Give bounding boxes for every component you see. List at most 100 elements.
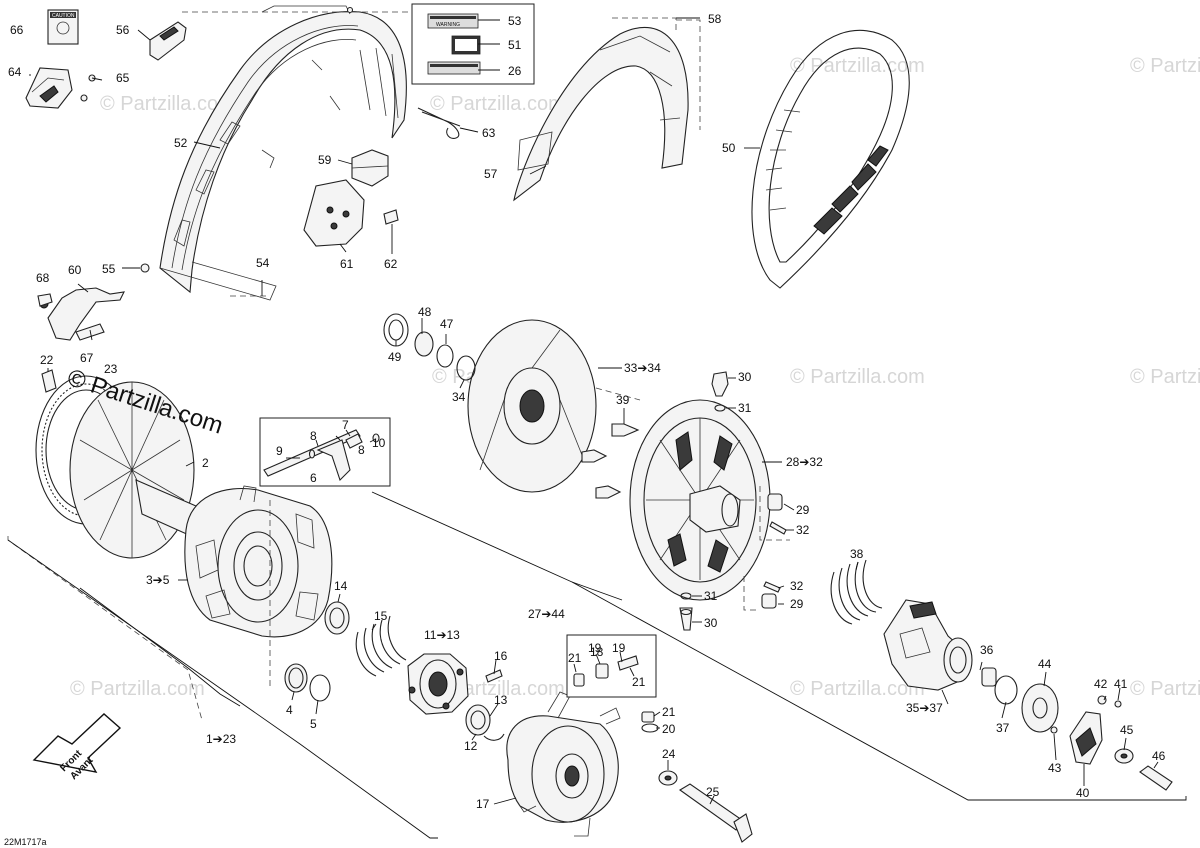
callout-40: 40 (1076, 786, 1090, 800)
diagram-code: 22M1717a (4, 837, 47, 847)
callout-51: 51 (508, 38, 522, 52)
callout-7: 7 (342, 418, 349, 432)
callout-39: 39 (616, 393, 630, 407)
spider-11 (407, 653, 469, 715)
spring-38 (830, 559, 883, 625)
callout-33-34: 33➔34 (624, 361, 661, 375)
spring-15 (355, 615, 407, 677)
callout-37: 37 (996, 721, 1010, 735)
callout-26: 26 (508, 64, 522, 78)
cam-35 (883, 599, 973, 691)
callout-24: 24 (662, 747, 676, 761)
watermark: © Partzilla.com (790, 678, 925, 700)
label-box: WARNING (411, 3, 535, 85)
callout-30a: 30 (738, 370, 752, 384)
bolt-25 (678, 783, 753, 843)
callout-34: 34 (452, 390, 466, 404)
drive-belt-50 (751, 29, 910, 289)
callout-58: 58 (708, 12, 722, 26)
callout-29b: 29 (790, 597, 804, 611)
callout-21a: 21 (568, 651, 582, 665)
belt-guard-57 (513, 17, 701, 202)
callout-22: 22 (40, 353, 54, 367)
callout-31a: 31 (738, 401, 752, 415)
callout-35-37: 35➔37 (906, 701, 943, 715)
callout-55: 55 (102, 262, 116, 276)
callout-54: 54 (256, 256, 270, 270)
callout-28-32: 28➔32 (786, 455, 823, 469)
bracket-part-64 (25, 67, 73, 109)
callout-50: 50 (722, 141, 736, 155)
bracket-60 (37, 287, 125, 341)
watermark: © Partzilla.com (430, 93, 565, 115)
callout-20: 20 (662, 722, 676, 736)
callout-68: 68 (36, 271, 50, 285)
watermark: © Partzilla.com (1130, 678, 1200, 700)
callout-29a: 29 (796, 503, 810, 517)
bracket-40 (1069, 711, 1103, 765)
callout-52: 52 (174, 136, 188, 150)
callout-64: 64 (8, 65, 22, 79)
caution-label-text: CAUTION (52, 13, 75, 19)
roller-kit-box (566, 634, 657, 698)
callout-12: 12 (464, 739, 478, 753)
callout-67: 67 (80, 351, 94, 365)
callout-32a: 32 (796, 523, 810, 537)
callout-8a: 8 (310, 429, 317, 443)
callout-32b: 32 (790, 579, 804, 593)
callout-17: 17 (476, 797, 490, 811)
warning-label-text: WARNING (436, 22, 460, 28)
callout-47: 47 (440, 317, 454, 331)
callout-57: 57 (484, 167, 498, 181)
callout-11-13: 11➔13 (424, 628, 460, 642)
callout-53: 53 (508, 14, 522, 28)
callout-49: 49 (388, 350, 402, 364)
callout-1-23: 1➔23 (206, 732, 236, 746)
callout-27-44: 27➔44 (528, 607, 565, 621)
plug-part (149, 21, 187, 61)
callout-43: 43 (1048, 761, 1062, 775)
callout-48: 48 (418, 305, 432, 319)
leader-lines (29, 17, 1159, 805)
callout-63: 63 (482, 126, 496, 140)
callout-31b: 31 (704, 589, 718, 603)
callout-56: 56 (116, 23, 130, 37)
callout-9: 9 (276, 444, 283, 458)
callout-2: 2 (202, 456, 209, 470)
callout-59: 59 (318, 153, 332, 167)
callout-41: 41 (1114, 677, 1128, 691)
callout-36: 36 (980, 643, 994, 657)
callout-44: 44 (1038, 657, 1052, 671)
driven-fixed-sheave-33 (467, 319, 597, 493)
callout-19: 19 (588, 641, 602, 655)
housing-3 (184, 485, 333, 638)
callout-61: 61 (340, 257, 354, 271)
watermark: © Partzilla.com (1130, 55, 1200, 77)
watermark: © Partzilla.com (790, 366, 925, 388)
callout-16: 16 (494, 649, 508, 663)
callout-21b: 21 (632, 675, 646, 689)
callout-25: 25 (706, 785, 720, 799)
callout-30b: 30 (704, 616, 718, 630)
bracket-61 (303, 179, 365, 247)
watermark: © Partzilla.com (70, 678, 205, 700)
caution-label-part: CAUTION (47, 9, 79, 45)
belt-guard-52 (159, 5, 407, 301)
callout-labels: 66 56 64 65 53 51 26 63 52 59 61 62 55 5… (8, 12, 1166, 811)
callout-62: 62 (384, 257, 398, 271)
front-arrow: Front Avant (32, 713, 122, 782)
weight-kit-box (259, 417, 391, 487)
callout-65: 65 (116, 71, 130, 85)
callout-10: 10 (372, 436, 386, 450)
callout-66: 66 (10, 23, 24, 37)
callout-19b: 19 (612, 641, 626, 655)
movable-sheave-17 (506, 691, 621, 837)
bushing-14 (324, 601, 350, 635)
callout-45: 45 (1120, 723, 1134, 737)
callout-4: 4 (286, 703, 293, 717)
watermark: © Partzilla.com (1130, 366, 1200, 388)
callout-42: 42 (1094, 677, 1108, 691)
callout-15: 15 (374, 609, 388, 623)
callout-18: 18 (590, 645, 604, 659)
